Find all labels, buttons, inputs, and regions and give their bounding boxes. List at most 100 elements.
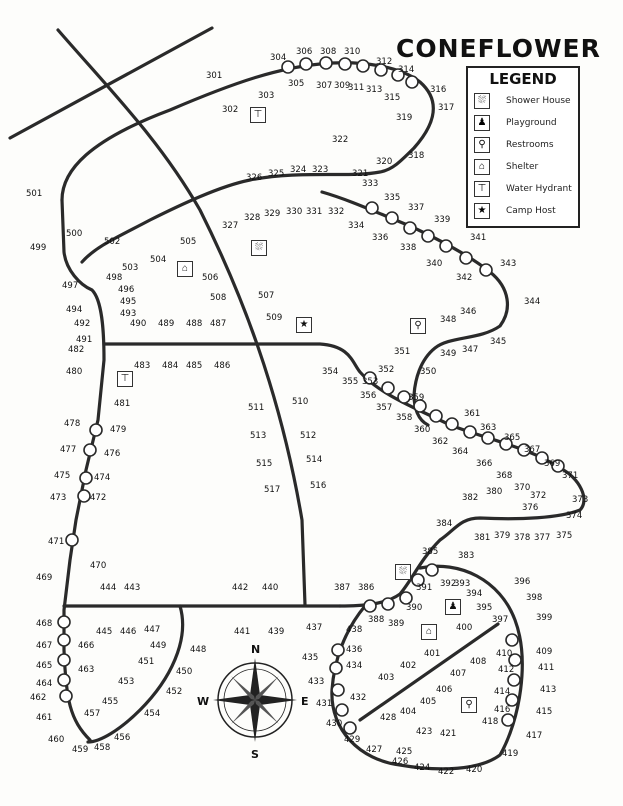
site-label-362: 362 bbox=[432, 437, 448, 447]
site-label-312: 312 bbox=[376, 57, 392, 67]
legend-label: Playground bbox=[506, 118, 557, 128]
site-label-333: 333 bbox=[362, 179, 378, 189]
legend-item-shelter: ⌂ Shelter bbox=[474, 158, 538, 176]
site-label-344: 344 bbox=[524, 297, 540, 307]
site-label-355: 355 bbox=[342, 377, 358, 387]
site-label-490: 490 bbox=[130, 319, 146, 329]
site-label-302: 302 bbox=[222, 105, 238, 115]
site-label-449: 449 bbox=[150, 641, 166, 651]
camp-host-icon: ★ bbox=[296, 317, 312, 333]
site-label-517: 517 bbox=[264, 485, 280, 495]
site-label-460: 460 bbox=[48, 735, 64, 745]
site-label-502: 502 bbox=[104, 237, 120, 247]
site-label-356: 356 bbox=[360, 391, 376, 401]
site-label-308: 308 bbox=[320, 47, 336, 57]
site-label-498: 498 bbox=[106, 273, 122, 283]
site-label-375: 375 bbox=[556, 531, 572, 541]
site-label-379: 379 bbox=[494, 531, 510, 541]
site-label-332: 332 bbox=[328, 207, 344, 217]
southeast-cross-road bbox=[358, 622, 500, 722]
entrance-road bbox=[56, 28, 307, 607]
shelter-icon: ⌂ bbox=[474, 159, 490, 175]
legend-label: Water Hydrant bbox=[506, 184, 572, 194]
site-label-352: 352 bbox=[378, 365, 394, 375]
site-label-398: 398 bbox=[526, 593, 542, 603]
site-label-388: 388 bbox=[368, 615, 384, 625]
site-label-311: 311 bbox=[348, 83, 364, 93]
site-label-347: 347 bbox=[462, 345, 478, 355]
site-label-381: 381 bbox=[474, 533, 490, 543]
site-label-476: 476 bbox=[104, 449, 120, 459]
site-label-357: 357 bbox=[376, 403, 392, 413]
site-label-370: 370 bbox=[514, 483, 530, 493]
site-label-380: 380 bbox=[486, 487, 502, 497]
site-label-458: 458 bbox=[94, 743, 110, 753]
map-title: CONEFLOWER bbox=[396, 34, 601, 63]
site-label-396: 396 bbox=[514, 577, 530, 587]
site-label-444: 444 bbox=[100, 583, 116, 593]
site-label-343: 343 bbox=[500, 259, 516, 269]
site-label-326: 326 bbox=[246, 173, 262, 183]
site-label-462: 462 bbox=[30, 693, 46, 703]
site-label-327: 327 bbox=[222, 221, 238, 231]
site-label-470: 470 bbox=[90, 561, 106, 571]
site-label-389: 389 bbox=[388, 619, 404, 629]
site-label-492: 492 bbox=[74, 319, 90, 329]
site-label-427: 427 bbox=[366, 745, 382, 755]
site-label-489: 489 bbox=[158, 319, 174, 329]
site-label-436: 436 bbox=[346, 645, 362, 655]
site-label-478: 478 bbox=[64, 419, 80, 429]
site-label-349: 349 bbox=[440, 349, 456, 359]
site-label-318: 318 bbox=[408, 151, 424, 161]
site-label-493: 493 bbox=[120, 309, 136, 319]
site-label-385: 385 bbox=[422, 547, 438, 557]
site-label-417: 417 bbox=[526, 731, 542, 741]
site-label-471: 471 bbox=[48, 537, 64, 547]
site-label-454: 454 bbox=[144, 709, 160, 719]
shower-icon: ⛆ bbox=[251, 240, 267, 256]
site-label-425: 425 bbox=[396, 747, 412, 757]
legend-title: LEGEND bbox=[489, 70, 557, 88]
shelter-icon: ⌂ bbox=[421, 624, 437, 640]
site-label-459: 459 bbox=[72, 745, 88, 755]
site-label-511: 511 bbox=[248, 403, 264, 413]
site-label-464: 464 bbox=[36, 679, 52, 689]
site-label-424: 424 bbox=[414, 763, 430, 773]
site-label-406: 406 bbox=[436, 685, 452, 695]
site-label-435: 435 bbox=[302, 653, 318, 663]
site-label-401: 401 bbox=[424, 649, 440, 659]
restroom-icon: ⚲ bbox=[410, 318, 426, 334]
site-label-378: 378 bbox=[514, 533, 530, 543]
site-label-400: 400 bbox=[456, 623, 472, 633]
site-label-374: 374 bbox=[566, 511, 582, 521]
site-label-373: 373 bbox=[572, 495, 588, 505]
site-label-421: 421 bbox=[440, 729, 456, 739]
site-label-345: 345 bbox=[490, 337, 506, 347]
site-label-443: 443 bbox=[124, 583, 140, 593]
site-label-371: 371 bbox=[562, 471, 578, 481]
site-label-500: 500 bbox=[66, 229, 82, 239]
restroom-icon: ⚲ bbox=[461, 697, 477, 713]
highway-road bbox=[8, 26, 214, 140]
site-label-386: 386 bbox=[358, 583, 374, 593]
site-label-402: 402 bbox=[400, 661, 416, 671]
site-label-510: 510 bbox=[292, 397, 308, 407]
site-label-442: 442 bbox=[232, 583, 248, 593]
southwest-loop-road bbox=[86, 604, 185, 744]
site-label-422: 422 bbox=[438, 767, 454, 777]
site-label-419: 419 bbox=[502, 749, 518, 759]
site-label-339: 339 bbox=[434, 215, 450, 225]
site-label-418: 418 bbox=[482, 717, 498, 727]
compass-e: E bbox=[301, 695, 309, 708]
site-label-461: 461 bbox=[36, 713, 52, 723]
playground-icon: ♟ bbox=[445, 599, 461, 615]
site-label-313: 313 bbox=[366, 85, 382, 95]
site-label-516: 516 bbox=[310, 481, 326, 491]
site-label-441: 441 bbox=[234, 627, 250, 637]
site-label-475: 475 bbox=[54, 471, 70, 481]
site-label-495: 495 bbox=[120, 297, 136, 307]
site-label-472: 472 bbox=[90, 493, 106, 503]
site-label-411: 411 bbox=[538, 663, 554, 673]
site-label-415: 415 bbox=[536, 707, 552, 717]
site-label-485: 485 bbox=[186, 361, 202, 371]
